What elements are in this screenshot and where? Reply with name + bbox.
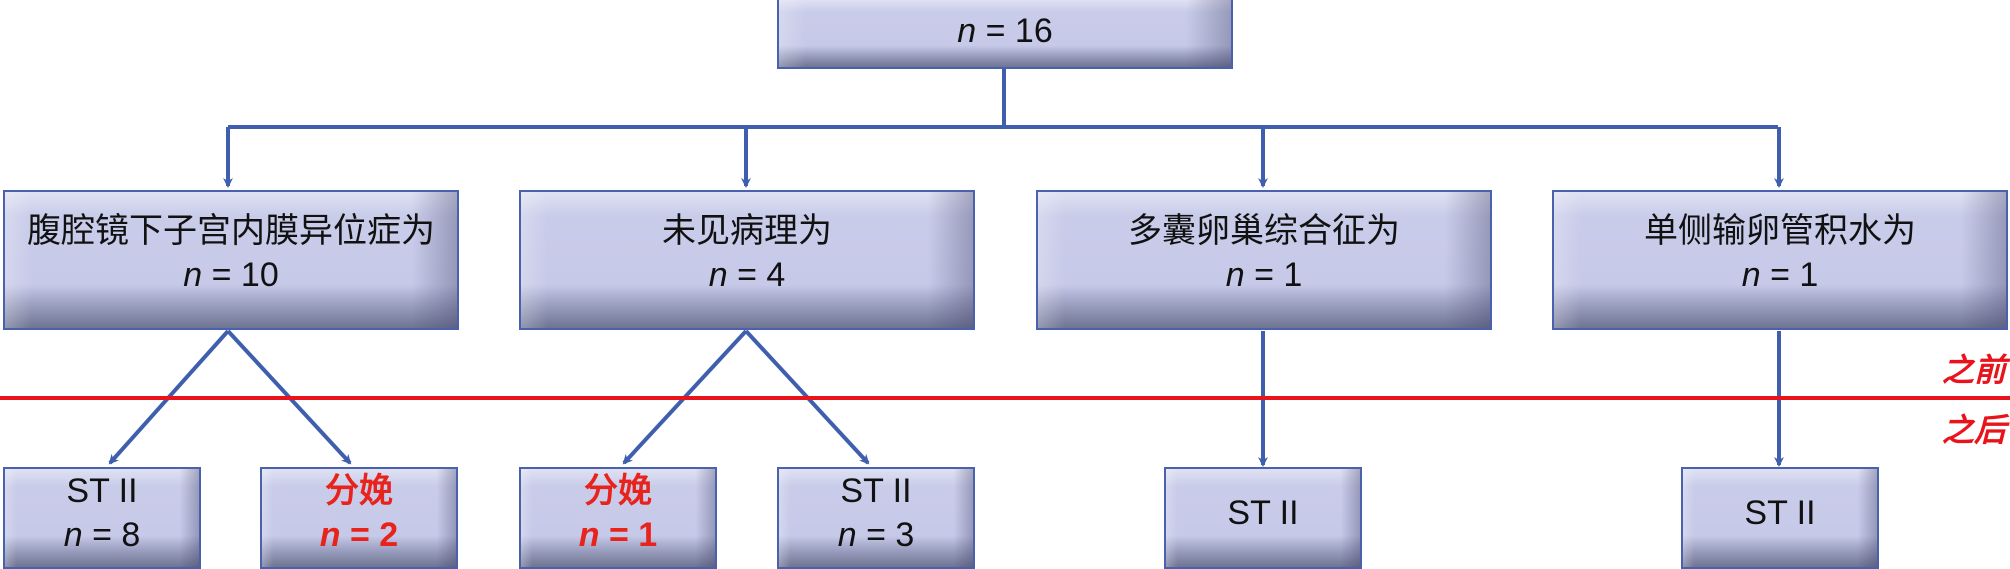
count: = 1 xyxy=(1770,256,1819,294)
before-label: 之前 xyxy=(1942,352,2007,388)
no-pathology-box: 未见病理为 n = 4 xyxy=(519,190,975,330)
n-label: n xyxy=(578,516,600,554)
box-title: 分娩 xyxy=(584,471,652,510)
box-title: 单侧输卵管积水为 xyxy=(1644,211,1916,250)
delivery-box: 分娩 n = 2 xyxy=(260,467,458,569)
n-label: n xyxy=(183,256,203,294)
n-label: n xyxy=(319,516,341,554)
delivery-box: 分娩 n = 1 xyxy=(519,467,717,569)
box-title: 腹腔镜下子宫内膜异位症为 xyxy=(27,211,435,250)
box-title: ST II xyxy=(840,471,912,510)
box-title: ST II xyxy=(66,471,138,510)
n-label: n xyxy=(1225,256,1245,294)
count: = 16 xyxy=(985,12,1053,51)
st2-box: ST II n = 8 xyxy=(3,467,201,569)
n-label: n xyxy=(837,516,857,554)
root-box: n = 16 xyxy=(777,0,1233,69)
count: = 1 xyxy=(609,516,658,554)
n-label: n xyxy=(63,516,83,554)
count: = 8 xyxy=(92,516,141,554)
st2-box: ST II xyxy=(1164,467,1362,569)
box-title: 分娩 xyxy=(325,471,393,510)
n-label: n xyxy=(957,12,977,51)
hydrosalpinx-box: 单侧输卵管积水为 n = 1 xyxy=(1552,190,2008,330)
count: = 4 xyxy=(737,256,786,294)
endometriosis-box: 腹腔镜下子宫内膜异位症为 n = 10 xyxy=(3,190,459,330)
n-label: n xyxy=(708,256,728,294)
st2-box: ST II n = 3 xyxy=(777,467,975,569)
box-title: 多囊卵巢综合征为 xyxy=(1128,211,1400,250)
n-label: n xyxy=(1741,256,1761,294)
count: = 2 xyxy=(350,516,399,554)
count: = 3 xyxy=(866,516,915,554)
count: = 1 xyxy=(1254,256,1303,294)
st2-box: ST II xyxy=(1681,467,1879,569)
box-title: ST II xyxy=(1227,493,1299,532)
box-title: 未见病理为 xyxy=(662,211,832,250)
pcos-box: 多囊卵巢综合征为 n = 1 xyxy=(1036,190,1492,330)
count: = 10 xyxy=(211,256,279,294)
box-title: ST II xyxy=(1744,493,1816,532)
after-label: 之后 xyxy=(1942,412,2007,448)
